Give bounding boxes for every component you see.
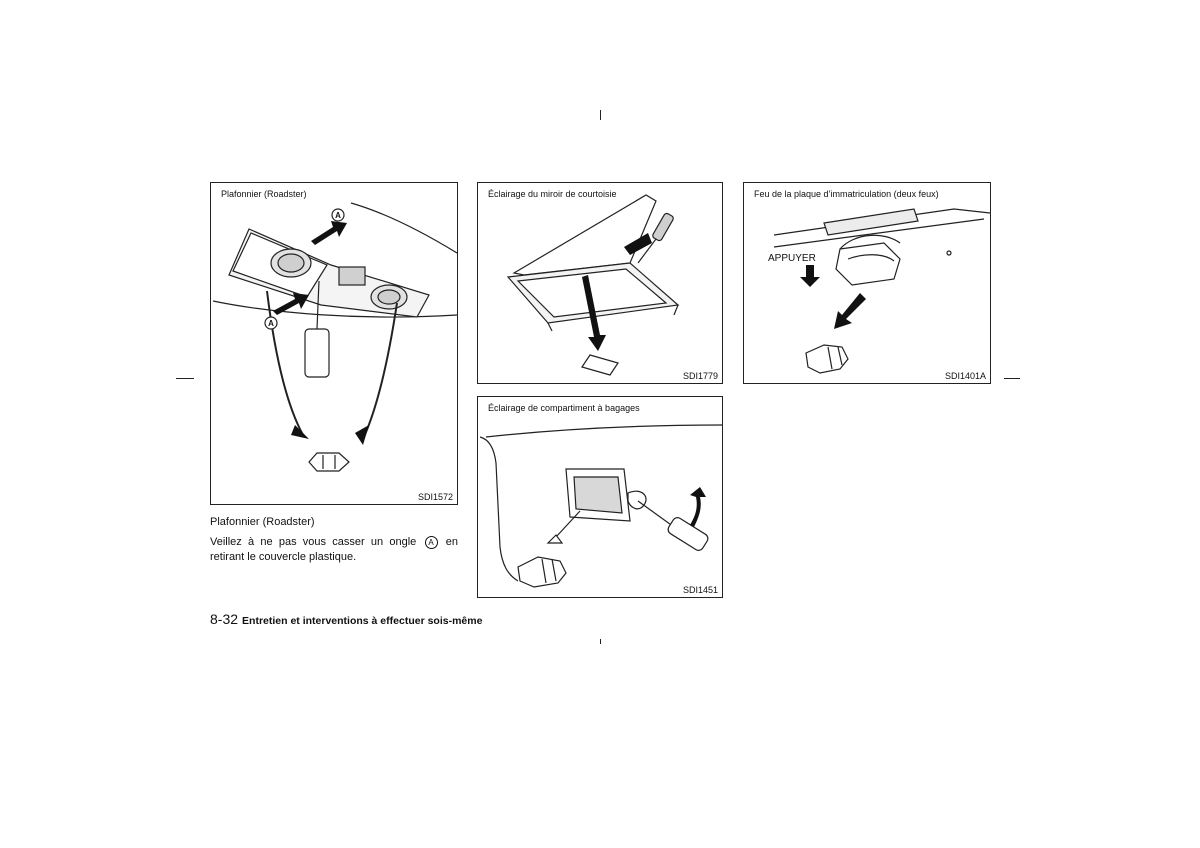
marker-a-inline: A [424,536,438,549]
section-title: Entretien et interventions à effectuer s… [242,615,483,627]
figure-caption: Éclairage du miroir de courtoisie [488,189,617,199]
figure-caption: Feu de la plaque d’immatriculation (deux… [754,189,939,199]
page-number: 8-32 [210,611,239,627]
figure-code: SDI1779 [682,371,718,381]
section-subheading: Plafonnier (Roadster) [210,516,315,528]
figure-bagages: Éclairage de compartiment à bagages SDI1… [477,396,723,598]
figure-caption: Éclairage de compartiment à bagages [488,403,640,413]
crop-mark-top [600,110,601,120]
figure-caption: Plafonnier (Roadster) [221,189,307,199]
figure-miroir: Éclairage du miroir de courtoisie SDI177… [477,182,723,384]
bagages-illustration [479,424,722,588]
figure-plaque: APPUYER Feu de la plaque d’immatriculati… [743,182,991,384]
figure-code: SDI1451 [682,585,718,595]
plafonnier-illustration: A A [212,202,457,472]
miroir-illustration [506,194,680,376]
figure-code: SDI1401A [944,371,986,381]
crop-mark-bottom [600,639,601,644]
instruction-text-start: Veillez à ne pas vous casser un ongle [210,536,417,548]
marker-a-top: A [335,211,341,220]
crop-mark-right [1004,378,1020,379]
marker-a-bottom: A [268,319,274,328]
instruction-paragraph: Veillez à ne pas vous casser un ongle A … [210,535,458,565]
crop-mark-left [176,378,194,379]
instruction-text-end: en retirant le couvercle plastique. [210,536,458,563]
appuyer-label: APPUYER [768,253,816,264]
figure-plafonnier: A A Plafonnier (Roadster) SDI1572 [210,182,458,505]
plaque-illustration: APPUYER [768,208,990,374]
figure-code: SDI1572 [417,492,453,502]
